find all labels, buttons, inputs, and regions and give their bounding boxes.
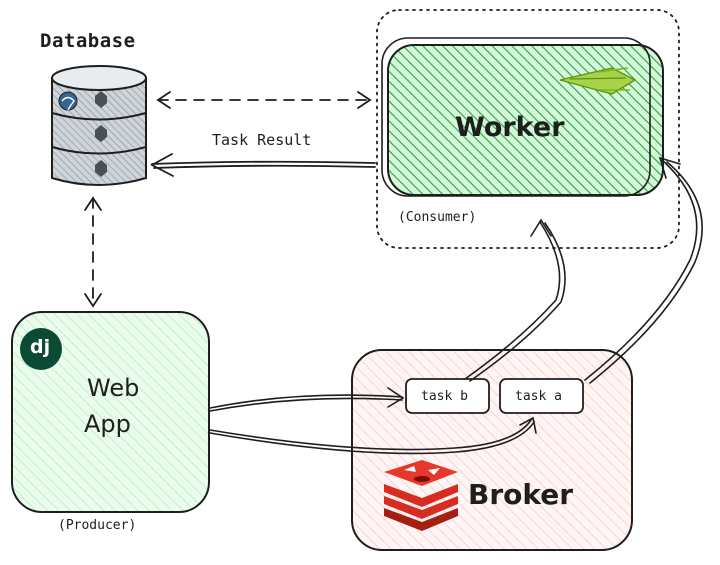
db-worker-dashed-arrow xyxy=(156,91,372,109)
worker-label: Worker xyxy=(455,112,565,143)
web-app-label-line2: App xyxy=(84,410,131,438)
consumer-boundary xyxy=(376,9,680,249)
task-b-to-worker-arrow xyxy=(464,218,566,382)
task-a-label: task a xyxy=(515,389,562,404)
task-b-label: task b xyxy=(421,389,468,404)
web-app-node xyxy=(11,311,210,513)
database-label: Database xyxy=(40,30,136,52)
task-result-label: Task Result xyxy=(212,131,312,149)
consumer-label: (Consumer) xyxy=(398,210,477,225)
task-result-arrow xyxy=(150,153,376,177)
producer-label: (Producer) xyxy=(58,518,137,533)
webapp-to-task-b-arrow xyxy=(209,387,405,412)
redis-icon xyxy=(384,460,458,531)
db-webapp-dashed-arrow xyxy=(84,196,102,308)
django-logo-text: dj xyxy=(30,336,51,358)
database-icon xyxy=(51,65,147,186)
celery-icon xyxy=(559,67,637,95)
webapp-to-task-a-arrow xyxy=(209,416,537,455)
task-b-chip xyxy=(405,378,490,414)
task-a-to-worker-arrow xyxy=(584,156,703,384)
task-a-chip xyxy=(499,378,584,414)
broker-label: Broker xyxy=(468,478,574,511)
django-logo-icon xyxy=(20,328,62,370)
web-app-label-line1: Web xyxy=(87,374,140,402)
postgres-icon xyxy=(58,91,78,111)
